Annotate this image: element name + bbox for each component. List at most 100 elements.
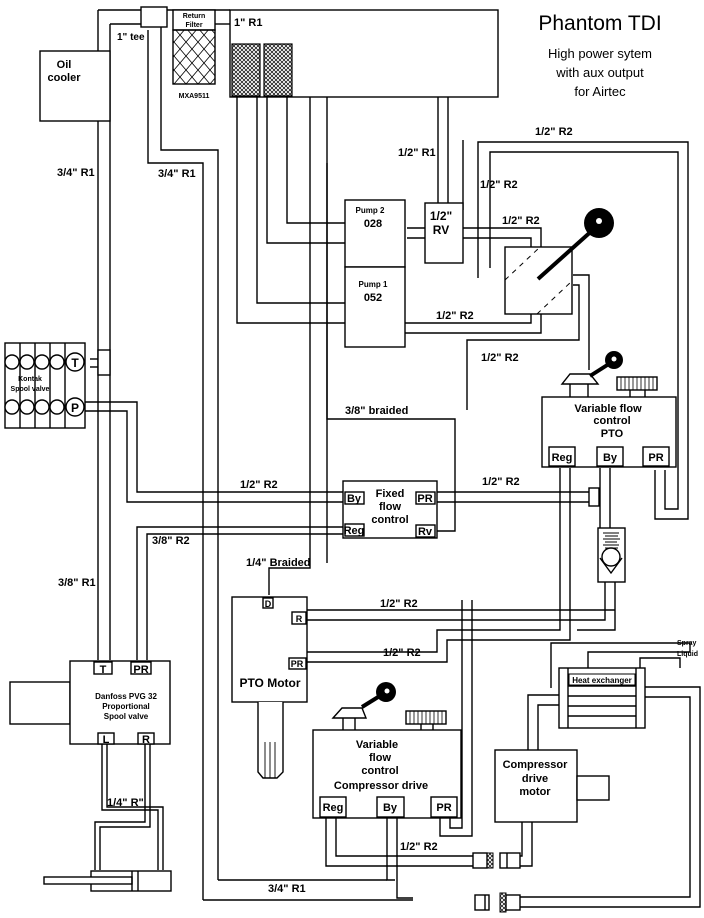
label-12-r2-pto-pr: 1/2" R2 [383,647,421,659]
svg-text:Reg: Reg [323,802,344,814]
filter-part-number: MXA9511 [179,93,210,100]
svg-text:R: R [142,734,150,746]
suction-strainer-1 [231,43,261,97]
svg-text:PR: PR [648,452,663,464]
label-1in-r1: 1" R1 [234,17,262,29]
svg-text:flow: flow [379,501,401,513]
svg-text:Filter: Filter [185,22,202,29]
label-12-r2-top: 1/2" R2 [535,126,573,138]
label-12-r2-comp: 1/2" R2 [400,841,438,853]
svg-text:PR: PR [436,802,451,814]
check-valve [597,527,626,583]
svg-text:P: P [71,401,79,415]
svg-text:By: By [603,452,618,464]
svg-text:T: T [100,664,107,676]
svg-text:Variable: Variable [356,739,398,751]
label-12-r2-rv: 1/2" R2 [502,215,540,227]
svg-text:Liquid: Liquid [677,651,698,658]
svg-text:PTO: PTO [601,428,624,440]
label-14-r: 1/4" R" [107,797,144,809]
svg-text:028: 028 [364,218,382,230]
title-block: Phantom TDI High power sytem with aux ou… [538,12,661,99]
svg-text:control: control [371,514,408,526]
svg-text:cooler: cooler [47,72,81,84]
pump-1: Pump 1 052 [344,266,406,348]
svg-text:control: control [361,765,398,777]
pto-motor: D R PR PTO Motor [231,596,308,779]
label-tee: 1" tee [117,32,145,43]
danfoss-actuator [9,681,71,725]
svg-text:052: 052 [364,292,382,304]
label-34-r1-mid: 3/4" R1 [158,168,196,180]
svg-text:Variable flow: Variable flow [574,403,642,415]
port-t [65,352,85,372]
suction-strainer-2 [263,43,293,97]
label-38-r2: 3/8" R2 [152,535,190,547]
quick-coupling-lower [474,892,521,913]
port-p [65,397,85,417]
variable-flow-control-pto: Variable flow control PTO Reg By PR [541,351,677,468]
return-filter: Return Filter MXA9511 [172,9,216,100]
svg-text:Heat exchanger: Heat exchanger [572,676,632,685]
svg-text:Danfoss PVG 32: Danfoss PVG 32 [95,692,157,701]
label-14-braided: 1/4" Braided [246,557,311,569]
svg-text:By: By [383,802,398,814]
svg-text:By: By [347,493,362,505]
label-38-r1: 3/8" R1 [58,577,96,589]
pto-shaft [257,702,284,779]
kontak-spool-valve: T P Kontak Spool valve [4,342,86,429]
title-sub-2: with aux output [555,65,644,80]
fixed-flow-control: By PR Reg Rv Fixed flow control [342,480,438,539]
svg-text:Compressor: Compressor [503,759,569,771]
svg-text:Proportional: Proportional [102,702,150,711]
title-main: Phantom TDI [538,12,661,35]
svg-text:PTO Motor: PTO Motor [239,676,300,690]
svg-text:Compressor drive: Compressor drive [334,780,428,792]
svg-text:Reg: Reg [344,525,365,537]
label-34-r1-left: 3/4" R1 [57,167,95,179]
label-12-r1: 1/2" R1 [398,147,436,159]
heat-exchanger: Heat exchanger [558,667,646,729]
svg-text:PR: PR [291,659,304,669]
svg-text:RV: RV [433,223,449,237]
tee-fitting [140,6,168,28]
svg-text:Return: Return [183,13,206,20]
compressor-drive-motor: Compressor drive motor [494,749,610,823]
svg-text:Pump 2: Pump 2 [356,206,385,215]
svg-text:drive: drive [522,773,548,785]
svg-text:Spool valve: Spool valve [104,712,149,721]
svg-text:R: R [296,614,303,624]
svg-text:PR: PR [133,664,148,676]
svg-text:flow: flow [369,752,391,764]
svg-text:Reg: Reg [552,452,573,464]
danfoss-pvg32-valve: T PR L R Danfoss PVG 32 Proportional Spo… [9,660,171,746]
quick-coupling-upper [472,852,521,869]
svg-text:Rv: Rv [418,526,433,538]
svg-text:T: T [71,356,79,370]
svg-text:D: D [265,599,272,609]
svg-text:Fixed: Fixed [376,488,405,500]
relief-valve: 1/2" RV [424,202,464,264]
lever-handle[interactable] [536,226,597,281]
label-12-r2-pto-r: 1/2" R2 [380,598,418,610]
svg-text:control: control [593,415,630,427]
variable-flow-control-compressor: Variable flow control Compressor drive R… [312,682,462,819]
title-sub-1: High power sytem [548,46,652,61]
svg-text:Spool valve: Spool valve [11,386,50,393]
svg-text:Kontak: Kontak [18,376,42,383]
oil-cooler: Oil cooler [39,50,111,122]
hydraulic-lines [85,9,701,908]
spray-liquid-label: Spray [677,640,697,647]
svg-text:motor: motor [519,786,551,798]
svg-text:Pump 1: Pump 1 [359,280,388,289]
label-12-r2-fixed-by: 1/2" R2 [240,479,278,491]
label-12-r2-right: 1/2" R2 [481,352,519,364]
svg-text:Oil: Oil [57,59,72,71]
label-12-r2-outer: 1/2" R2 [480,179,518,191]
label-12-r2-fixed-pr: 1/2" R2 [482,476,520,488]
selector-valve [504,208,614,315]
hydraulic-cylinder [43,870,172,892]
label-38-braided: 3/8" braided [345,405,408,417]
svg-text:1/2": 1/2" [430,209,452,223]
